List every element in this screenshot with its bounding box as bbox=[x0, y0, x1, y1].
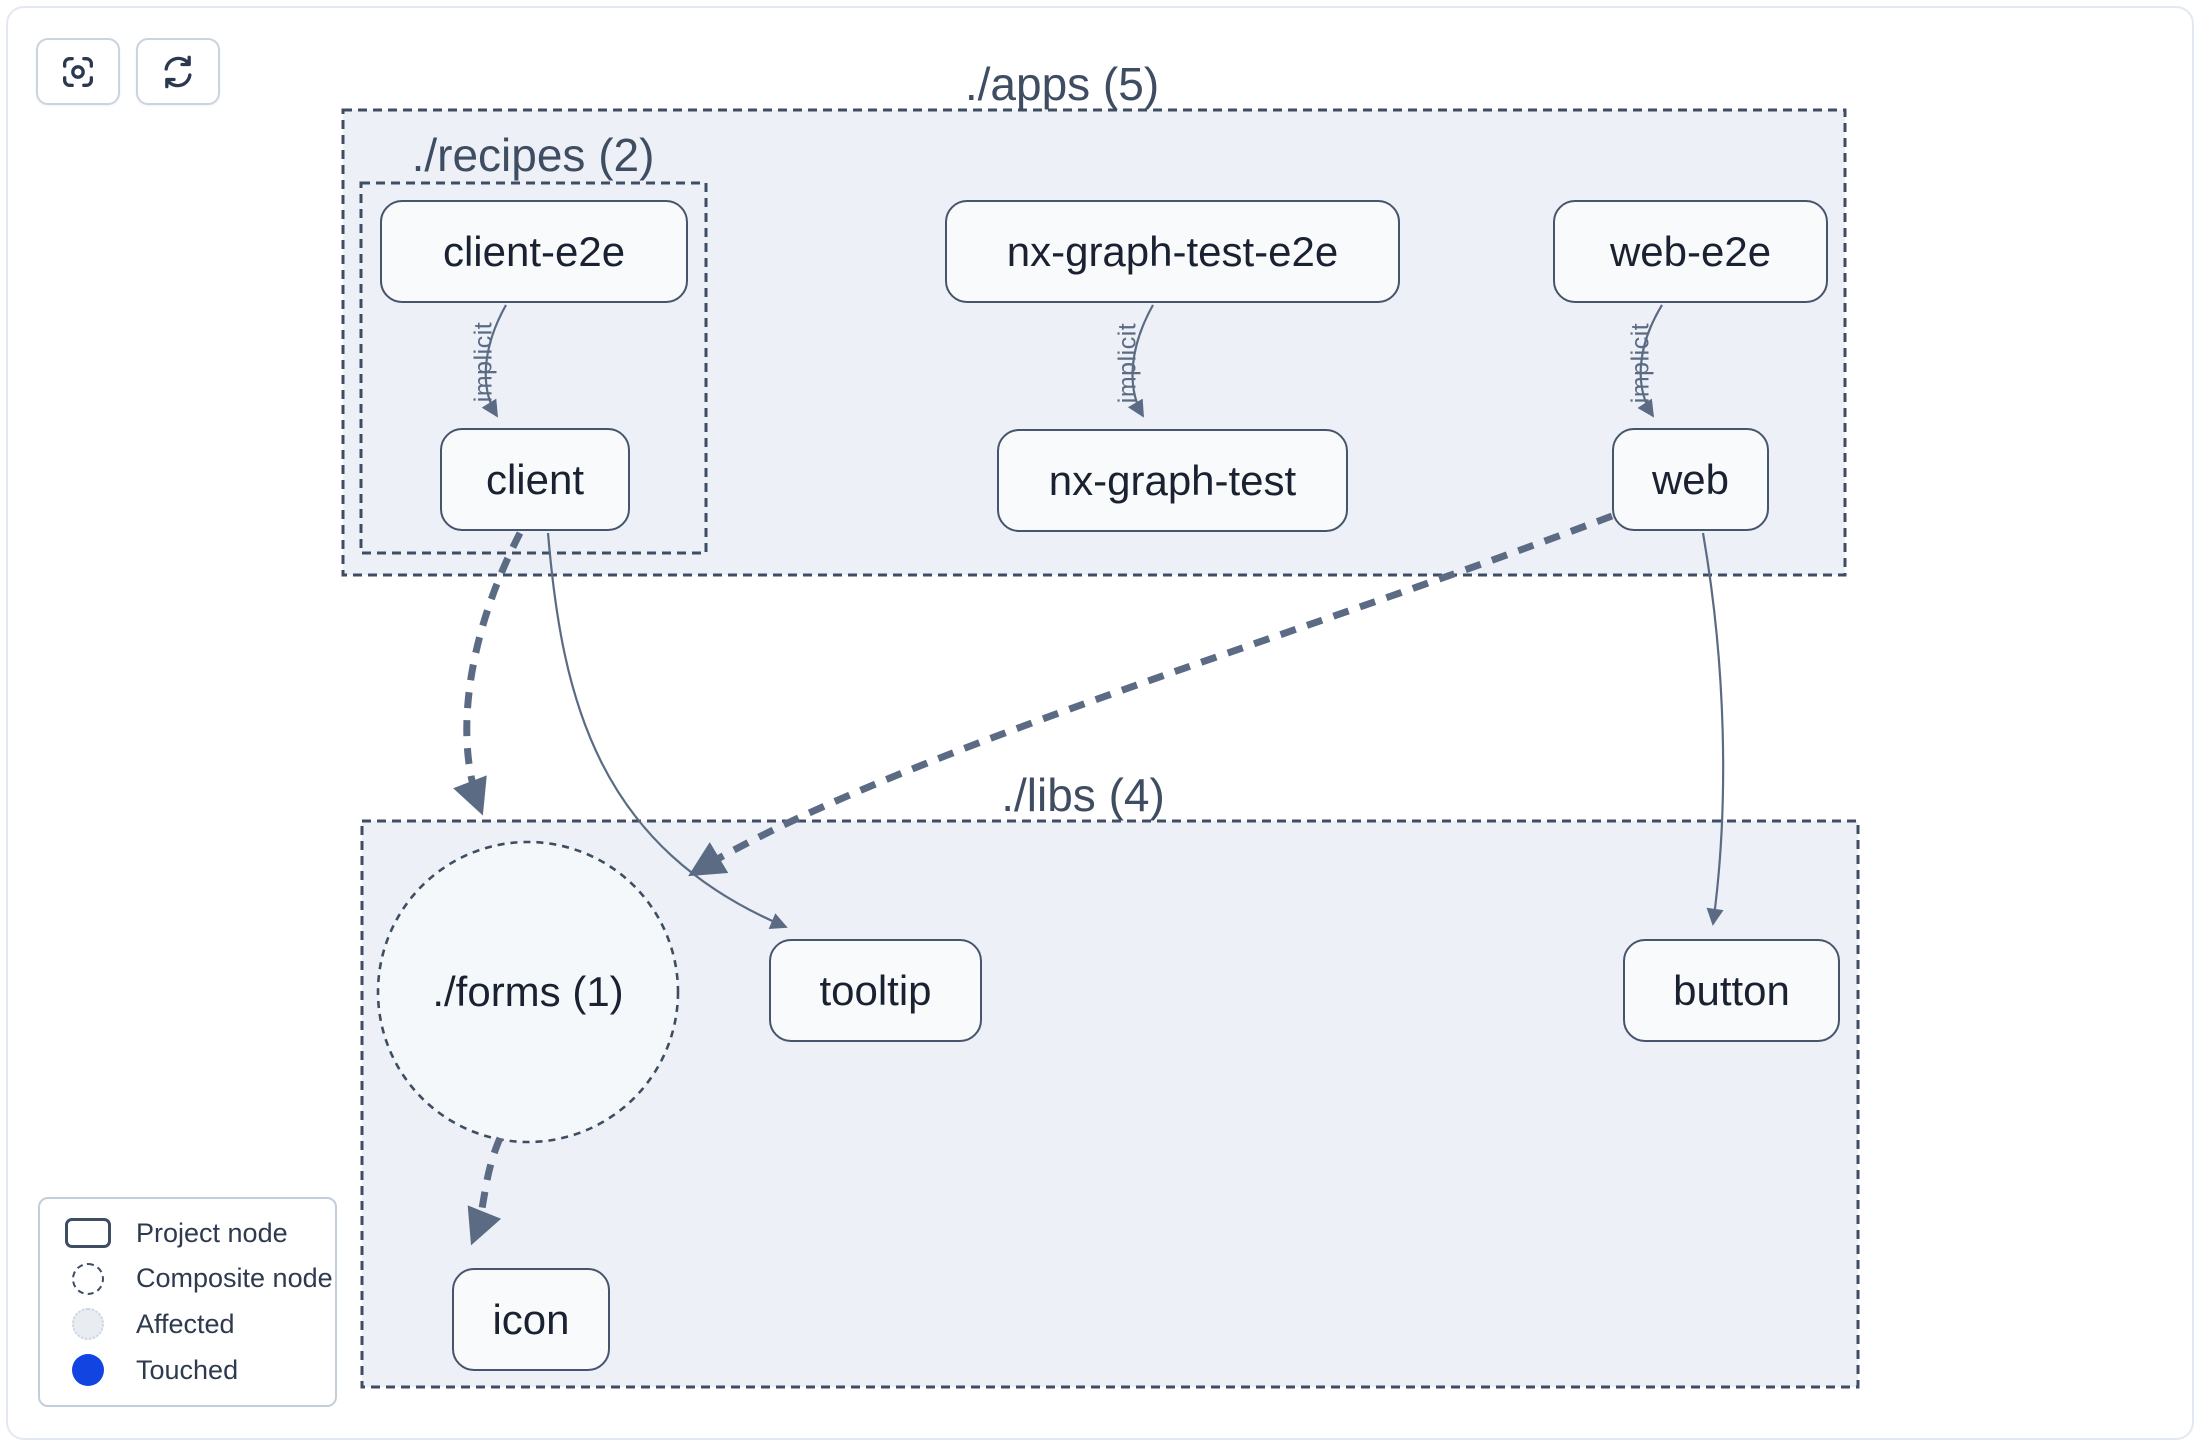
group-label-apps[interactable]: ./apps (5) bbox=[964, 58, 1160, 110]
node-client[interactable]: client bbox=[440, 428, 630, 531]
node-button[interactable]: button bbox=[1623, 939, 1840, 1042]
group-box-recipes[interactable] bbox=[359, 181, 708, 555]
composite-node-forms-label[interactable]: ./forms (1) bbox=[432, 968, 624, 1015]
edge-label-implicit-client: implicit bbox=[469, 321, 498, 403]
edge-label-implicit-nx-graph-test: implicit bbox=[1113, 322, 1142, 404]
edge-web-to-button bbox=[1701, 532, 1725, 926]
node-nx-graph-test-e2e[interactable]: nx-graph-test-e2e bbox=[945, 200, 1400, 303]
legend-row-project-node: Project node bbox=[40, 1218, 335, 1249]
composite-node-forms-circle[interactable] bbox=[376, 840, 680, 1144]
focus-button[interactable] bbox=[36, 38, 120, 105]
composite-node-icon bbox=[72, 1262, 104, 1295]
edge-client-to-forms bbox=[453, 531, 524, 816]
legend-row-affected: Affected bbox=[40, 1308, 335, 1341]
group-label-libs[interactable]: ./libs (4) bbox=[1001, 769, 1165, 821]
legend-row-composite-node: Composite node bbox=[40, 1262, 335, 1295]
legend-label: Composite node bbox=[136, 1263, 333, 1294]
node-client-e2e[interactable]: client-e2e bbox=[380, 200, 688, 303]
edge-forms-to-icon bbox=[467, 1136, 504, 1246]
legend-label: Touched bbox=[136, 1354, 239, 1385]
edge-label-implicit-web: implicit bbox=[1626, 322, 1655, 404]
group-label-recipes[interactable]: ./recipes (2) bbox=[411, 129, 655, 181]
edge-web-e2e-to-web bbox=[1637, 304, 1663, 418]
legend-label: Affected bbox=[136, 1308, 235, 1339]
affected-icon bbox=[72, 1308, 104, 1341]
edge-web-to-forms bbox=[688, 512, 1614, 877]
node-tooltip[interactable]: tooltip bbox=[769, 939, 982, 1042]
node-web-e2e[interactable]: web-e2e bbox=[1553, 200, 1828, 303]
project-node-icon bbox=[65, 1218, 111, 1249]
refresh-button[interactable] bbox=[136, 38, 220, 105]
node-nx-graph-test[interactable]: nx-graph-test bbox=[997, 429, 1348, 532]
edge-client-e2e-to-client bbox=[481, 304, 507, 418]
legend-row-touched: Touched bbox=[40, 1354, 335, 1387]
edge-nx-graph-test-e2e-to-nx-graph-test bbox=[1127, 304, 1154, 418]
touched-icon bbox=[72, 1354, 104, 1387]
crosshair-focus-icon bbox=[63, 56, 94, 87]
legend: Project node Composite node Affected Tou… bbox=[38, 1197, 337, 1407]
legend-label: Project node bbox=[136, 1217, 288, 1248]
node-web[interactable]: web bbox=[1612, 428, 1769, 531]
node-icon[interactable]: icon bbox=[452, 1268, 610, 1371]
edge-client-to-tooltip bbox=[546, 532, 788, 929]
refresh-icon bbox=[164, 55, 192, 88]
